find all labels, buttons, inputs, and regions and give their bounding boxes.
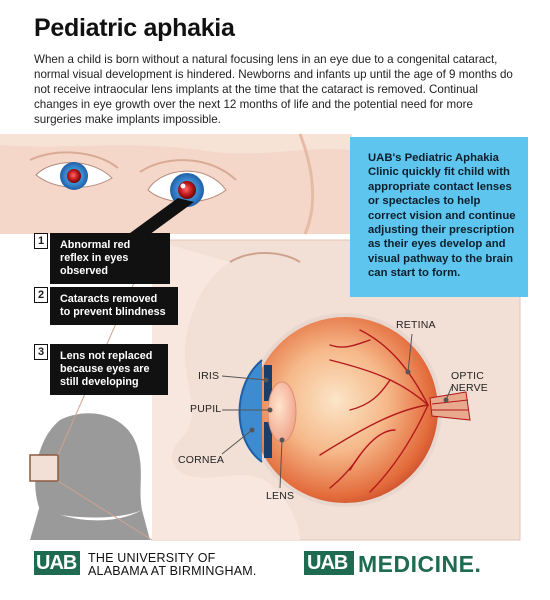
optic-label: OPTIC [451,370,485,382]
retina-label: RETINA [396,319,436,331]
eye-cross-section [238,313,471,507]
medicine-word: MEDICINE. [358,551,482,577]
nerve-label: NERVE [451,382,488,394]
clinic-callout: UAB's Pediatric Aphakia Clinic quickly f… [350,137,528,297]
page-title: Pediatric aphakia [34,14,235,42]
uab-logo [34,551,80,575]
cornea-label: CORNEA [178,454,225,466]
intro-paragraph: When a child is born without a natural f… [34,53,513,126]
uab-medicine-mark: UAB [307,552,348,574]
label-leaders [221,333,453,489]
step-number: 1 [34,233,48,249]
pupil-label: PUPIL [190,403,222,415]
step-number: 2 [34,287,48,303]
university-line-2: ALABAMA AT BIRMINGHAM. [88,564,257,578]
uab-mark: UAB [36,552,77,574]
baby-face-illustration [0,133,352,235]
head-silhouette-icon [29,241,153,541]
step-text: Cataracts removed to prevent blindness [50,287,178,325]
step-text: Lens not replaced because eyes are still… [50,344,168,395]
university-line-1: THE UNIVERSITY OF [88,551,216,565]
iris-label: IRIS [198,370,220,382]
step-number: 3 [34,344,48,360]
step-text: Abnormal red reflex in eyes observed [50,233,170,284]
lens-label: LENS [266,490,295,502]
uab-medicine-logo [304,551,354,575]
step-1-pointer [126,198,194,240]
